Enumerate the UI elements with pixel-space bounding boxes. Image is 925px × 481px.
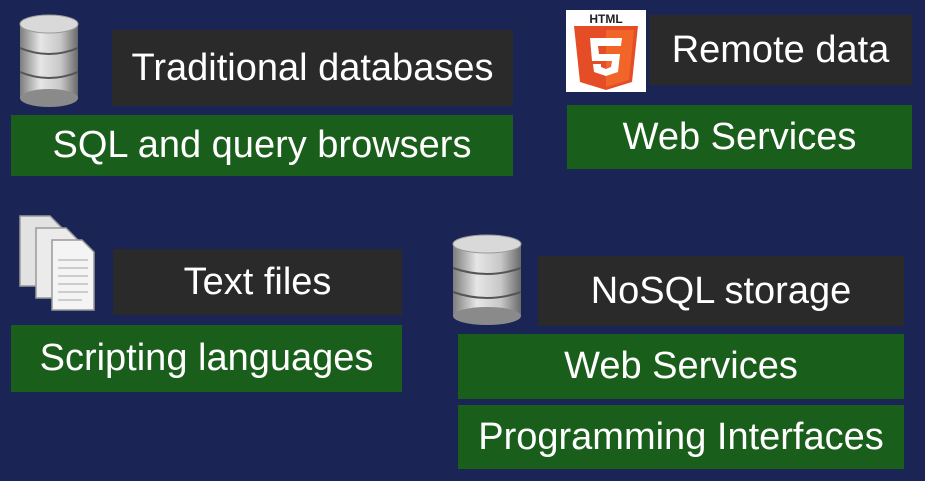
scripting-languages-label: Scripting languages <box>11 325 402 392</box>
sql-query-browsers-label: SQL and query browsers <box>11 115 513 176</box>
web-services-label-bottom: Web Services <box>458 334 904 399</box>
database-icon <box>452 234 522 325</box>
remote-data-heading: Remote data <box>649 15 912 85</box>
text-files-heading: Text files <box>113 249 402 315</box>
web-services-label-top: Web Services <box>567 105 912 169</box>
svg-text:HTML: HTML <box>589 12 622 26</box>
documents-icon <box>19 215 95 311</box>
traditional-databases-heading: Traditional databases <box>112 30 513 106</box>
database-icon <box>19 14 79 107</box>
programming-interfaces-label: Programming Interfaces <box>458 405 904 469</box>
html5-icon: HTML <box>566 10 646 92</box>
nosql-storage-heading: NoSQL storage <box>538 256 904 326</box>
